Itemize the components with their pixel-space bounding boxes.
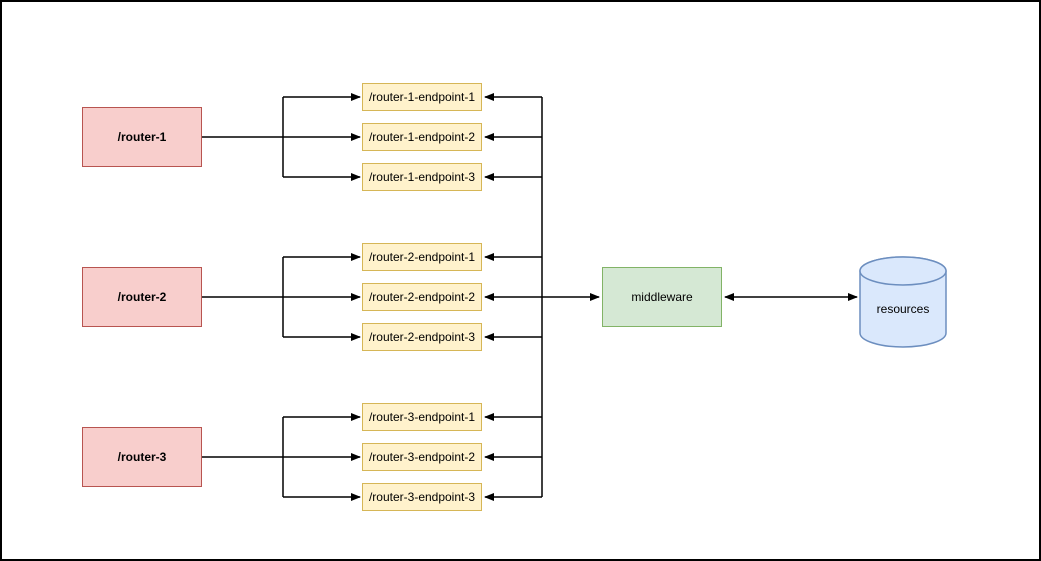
- node-endpoint-3-3[interactable]: /router-3-endpoint-3: [362, 483, 482, 511]
- cylinder-top: [859, 256, 947, 286]
- node-label: /router-1: [117, 130, 167, 144]
- node-endpoint-2-3[interactable]: /router-2-endpoint-3: [362, 323, 482, 351]
- node-router-3[interactable]: /router-3: [82, 427, 202, 487]
- node-label: /router-3-endpoint-1: [368, 410, 476, 424]
- node-endpoint-1-1[interactable]: /router-1-endpoint-1: [362, 83, 482, 111]
- node-label: /router-1-endpoint-3: [368, 170, 476, 184]
- node-label: /router-2: [117, 290, 167, 304]
- node-resources-label: resources: [876, 302, 930, 316]
- node-router-1[interactable]: /router-1: [82, 107, 202, 167]
- node-resources[interactable]: [859, 256, 947, 348]
- node-endpoint-2-1[interactable]: /router-2-endpoint-1: [362, 243, 482, 271]
- node-label: /router-1-endpoint-2: [368, 130, 476, 144]
- node-label: /router-2-endpoint-1: [368, 250, 476, 264]
- node-label: /router-3: [117, 450, 167, 464]
- node-endpoint-1-2[interactable]: /router-1-endpoint-2: [362, 123, 482, 151]
- node-router-2[interactable]: /router-2: [82, 267, 202, 327]
- node-endpoint-1-3[interactable]: /router-1-endpoint-3: [362, 163, 482, 191]
- node-endpoint-3-2[interactable]: /router-3-endpoint-2: [362, 443, 482, 471]
- node-endpoint-2-2[interactable]: /router-2-endpoint-2: [362, 283, 482, 311]
- node-label: /router-2-endpoint-3: [368, 330, 476, 344]
- node-endpoint-3-1[interactable]: /router-3-endpoint-1: [362, 403, 482, 431]
- node-label: middleware: [631, 290, 693, 304]
- node-label: /router-1-endpoint-1: [368, 90, 476, 104]
- node-middleware[interactable]: middleware: [602, 267, 722, 327]
- node-label: /router-2-endpoint-2: [368, 290, 476, 304]
- node-label: /router-3-endpoint-2: [368, 450, 476, 464]
- node-label: /router-3-endpoint-3: [368, 490, 476, 504]
